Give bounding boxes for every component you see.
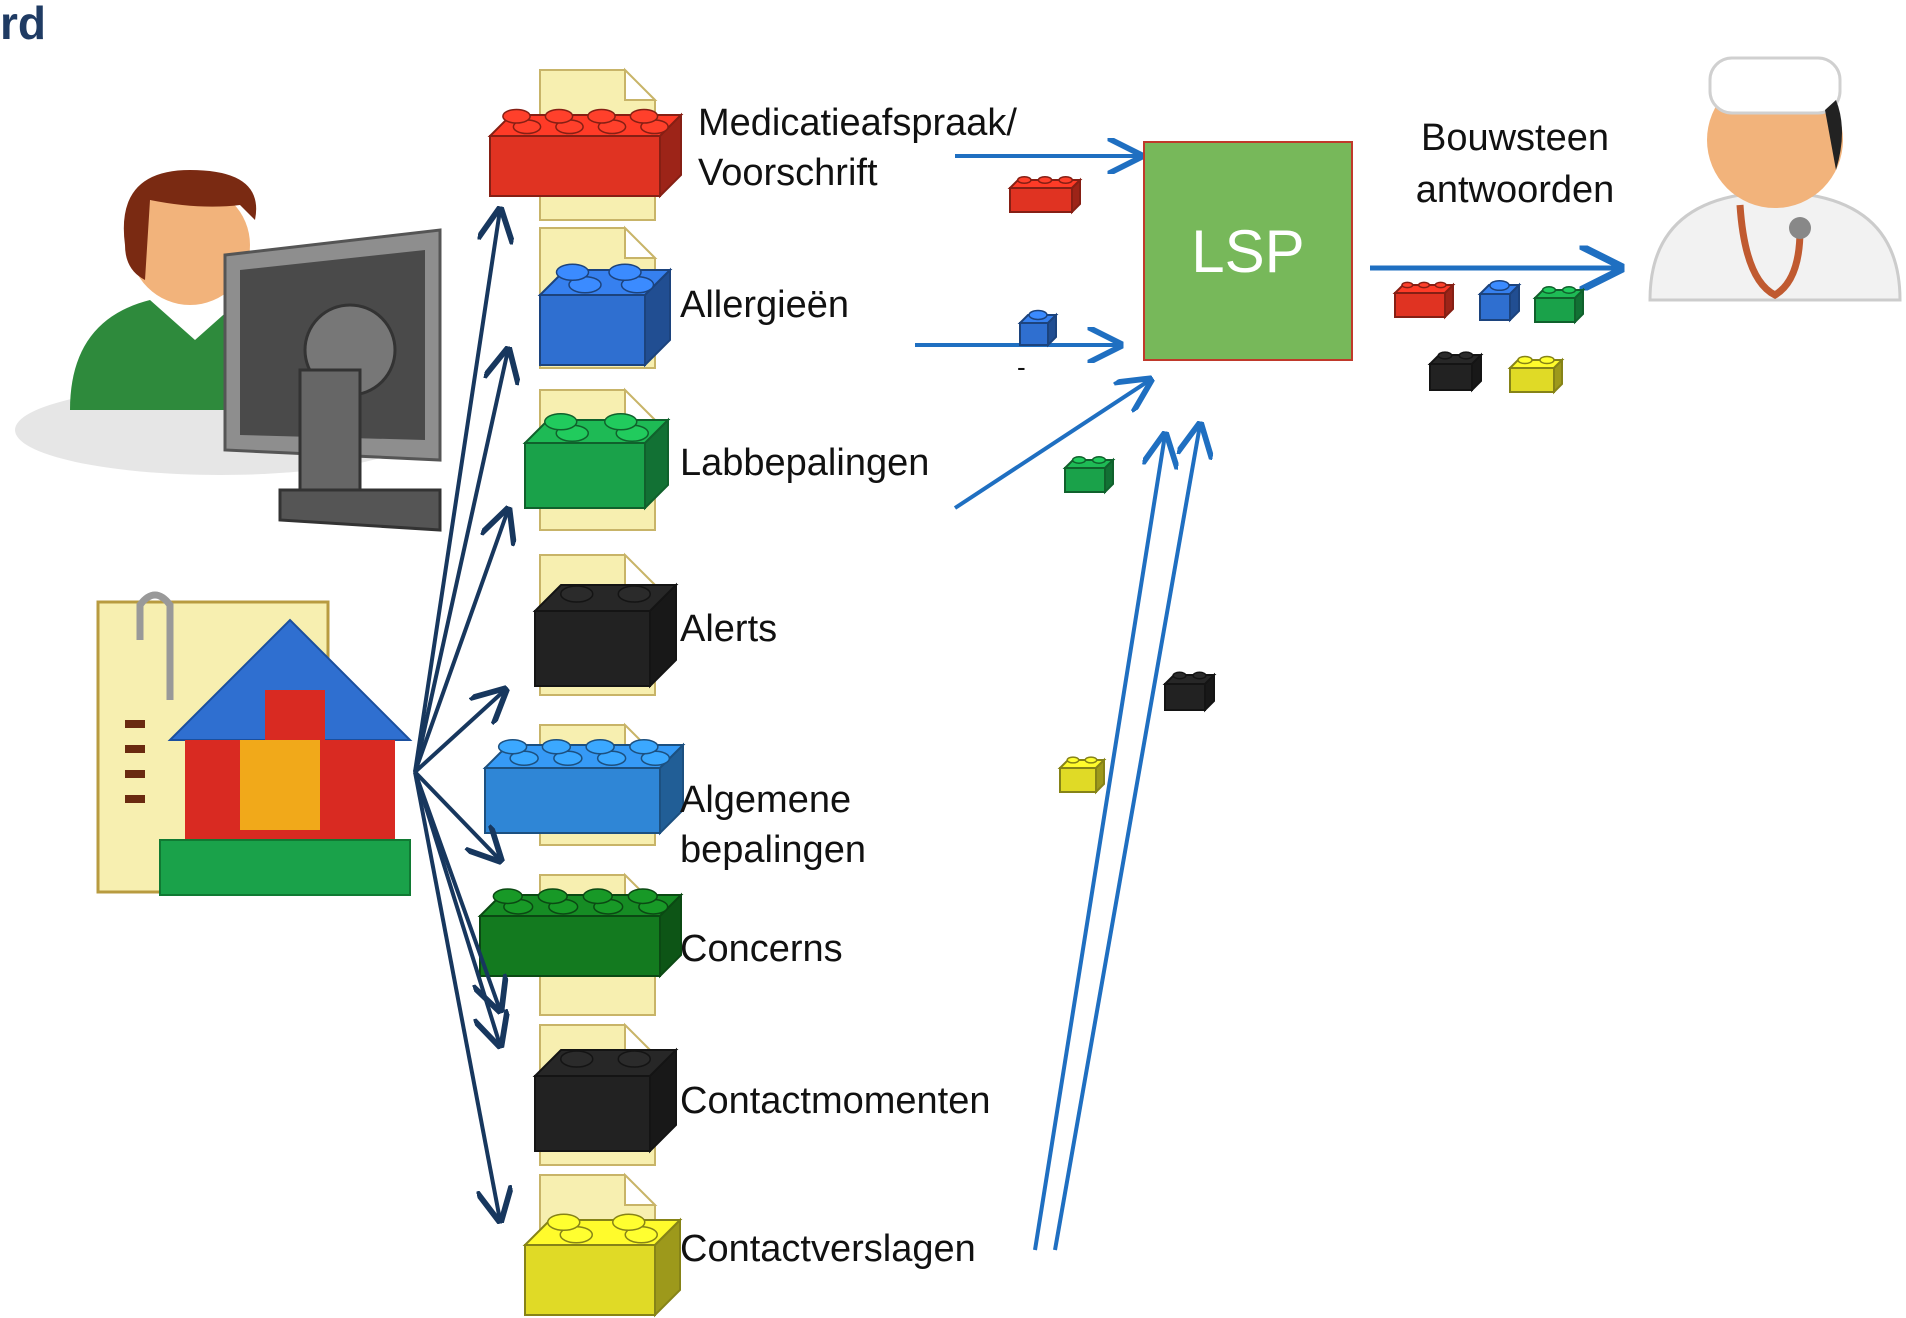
travelling-brick-2 xyxy=(1017,309,1059,348)
lsp-arrow-3 xyxy=(953,380,1150,510)
travelling-brick-4 xyxy=(1057,756,1107,795)
label-labbepalingen: Labbepalingen xyxy=(680,442,930,484)
title-fragment: rd xyxy=(0,0,46,49)
response-label-line-2: antwoorden xyxy=(1415,169,1615,211)
lego-brick-icon-8 xyxy=(522,1213,683,1318)
label-medicatieafspraak-line-1: Medicatieafspraak/ xyxy=(698,102,1017,144)
travelling-brick-1 xyxy=(1007,175,1083,215)
travelling-brick-3 xyxy=(1062,456,1116,495)
source-arrow-8 xyxy=(413,771,500,1220)
response-label-line-1: Bouwsteen xyxy=(1420,117,1609,159)
user-computer-icon xyxy=(15,170,442,532)
doctor-icon xyxy=(1648,56,1902,302)
lego-brick-icon-3 xyxy=(522,413,671,511)
source-arrow-7 xyxy=(413,771,500,1045)
lego-house-file-icon xyxy=(96,591,413,896)
lego-brick-icon-7 xyxy=(532,1047,679,1154)
lsp-node: LSP xyxy=(1143,141,1353,361)
lego-brick-icon-2 xyxy=(537,263,673,368)
lsp-arrow-4 xyxy=(1033,435,1165,1251)
lego-brick-icon-5 xyxy=(482,739,686,836)
lego-brick-icon-1 xyxy=(487,108,684,199)
source-arrow-4 xyxy=(413,690,505,774)
source-arrow-1 xyxy=(413,210,500,773)
label-alerts: Alerts xyxy=(680,608,778,650)
response-brick-1 xyxy=(1392,281,1456,320)
stray-dash: - xyxy=(1017,352,1026,382)
lego-brick-icon-4 xyxy=(532,582,679,689)
response-brick-5 xyxy=(1507,355,1565,395)
label-algemene-bepalingen-line-1: Algemene xyxy=(680,779,852,821)
label-algemene-bepalingen-line-2: bepalingen xyxy=(680,829,866,871)
response-brick-3 xyxy=(1532,286,1586,325)
label-medicatieafspraak: Medicatieafspraak/ Voorschrift xyxy=(698,98,1017,198)
label-algemene-bepalingen: Algemene bepalingen xyxy=(680,775,866,875)
response-brick-2 xyxy=(1477,279,1522,323)
response-label: Bouwsteen antwoorden xyxy=(1400,112,1630,216)
lsp-arrow-5 xyxy=(1053,425,1200,1251)
label-allergieen: Allergieën xyxy=(680,284,849,326)
label-contactmomenten: Contactmomenten xyxy=(680,1080,991,1122)
lego-brick-icon-6 xyxy=(477,888,684,979)
label-concerns: Concerns xyxy=(680,928,843,970)
label-contactverslagen: Contactverslagen xyxy=(680,1228,976,1270)
source-arrow-2 xyxy=(413,350,508,773)
response-brick-4 xyxy=(1427,351,1484,393)
travelling-brick-5 xyxy=(1162,671,1217,713)
label-medicatieafspraak-line-2: Voorschrift xyxy=(698,152,878,194)
source-arrow-3 xyxy=(413,510,508,773)
source-arrow-5 xyxy=(413,770,500,860)
